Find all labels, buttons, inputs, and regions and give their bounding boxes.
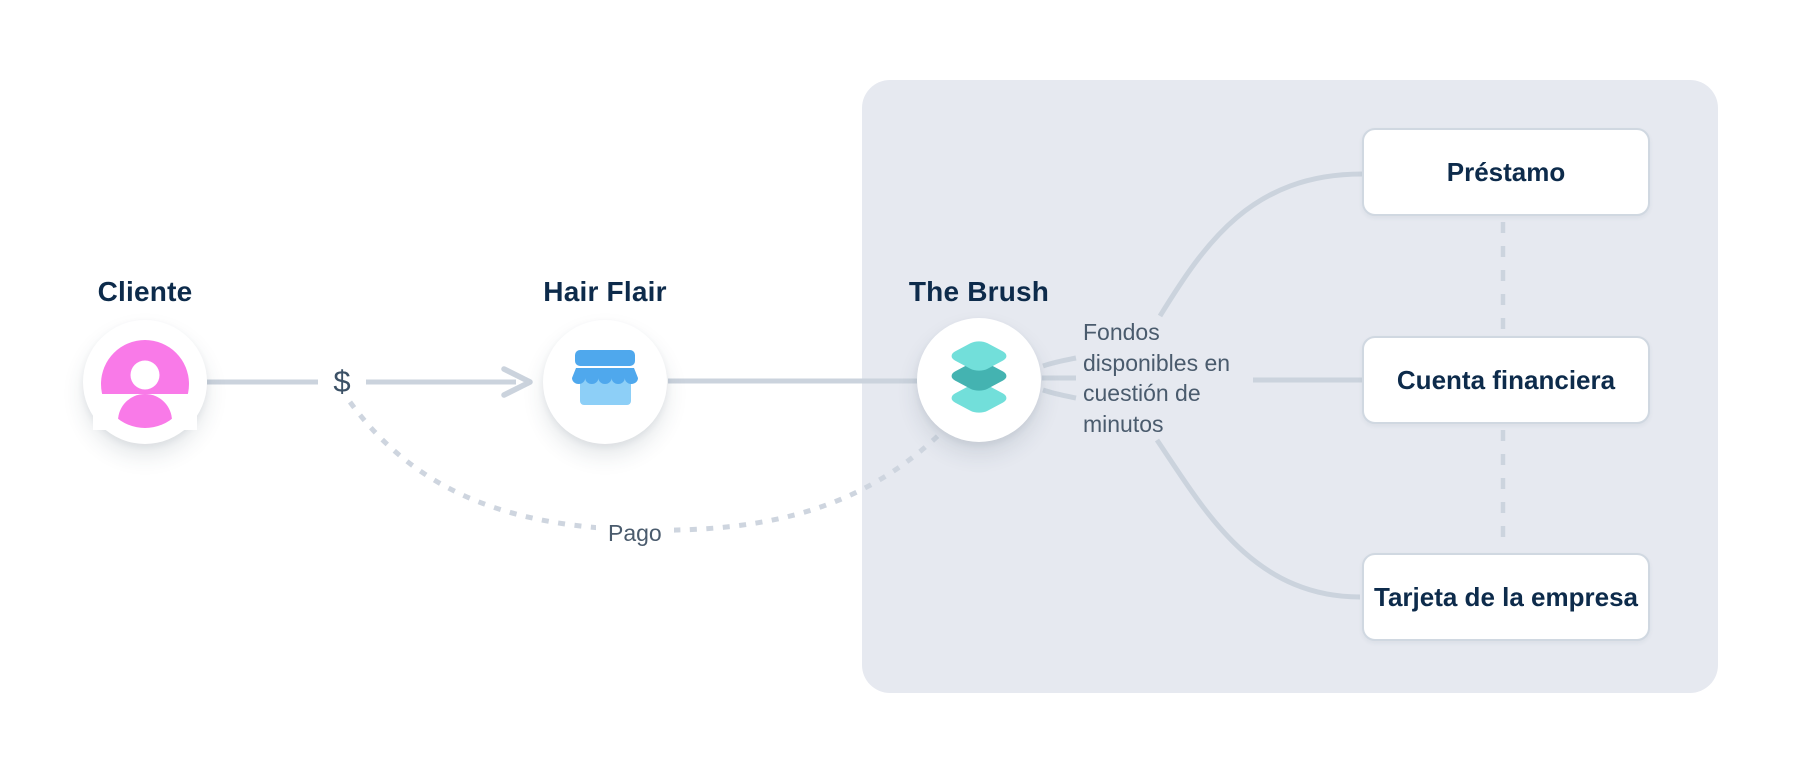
- storefront-icon: [572, 350, 638, 405]
- edge-pago-dashed: [347, 400, 944, 533]
- layers-icon: [951, 341, 1007, 413]
- arrow-head-icon: [501, 366, 533, 398]
- funds-availability-note: Fondos disponibles en cuestión de minuto…: [1083, 319, 1231, 437]
- brush-label: The Brush: [908, 276, 1050, 307]
- edge-brush-stub-bottom: [1042, 387, 1077, 401]
- edge-to-prestamo: [1157, 171, 1363, 318]
- brush-node: [917, 318, 1041, 442]
- product-box-tarjeta-empresa: Tarjeta de la empresa: [1362, 553, 1650, 641]
- money-symbol: $: [333, 364, 351, 399]
- pago-label: Pago: [596, 517, 674, 550]
- product-label: Cuenta financiera: [1396, 364, 1616, 395]
- edge-brush-stub-top: [1042, 355, 1077, 369]
- hairflair-node: [543, 320, 667, 444]
- edge-to-tarjeta: [1154, 438, 1361, 600]
- product-box-cuenta-financiera: Cuenta financiera: [1362, 336, 1650, 424]
- person-icon: [93, 340, 197, 430]
- hairflair-label: Hair Flair: [543, 276, 667, 307]
- product-label: Tarjeta de la empresa: [1374, 581, 1638, 612]
- cliente-node: [83, 320, 207, 444]
- cliente-label: Cliente: [97, 276, 193, 307]
- product-label: Préstamo: [1446, 156, 1566, 187]
- product-box-prestamo: Préstamo: [1362, 128, 1650, 216]
